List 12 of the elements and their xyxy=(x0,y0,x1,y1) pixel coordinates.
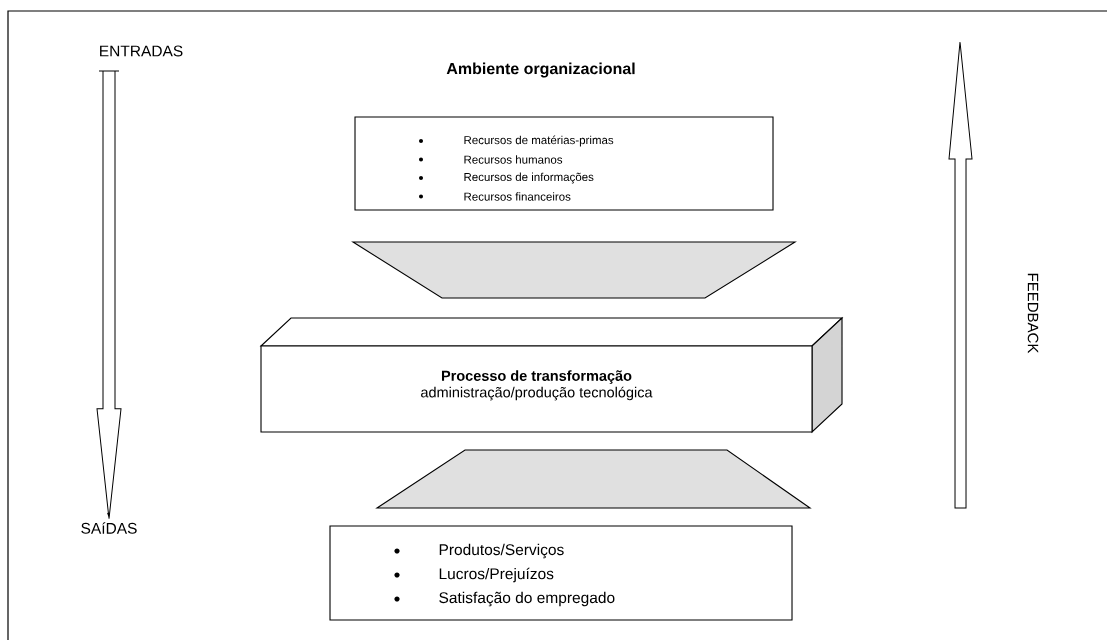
list-item: Recursos humanos xyxy=(464,155,563,164)
list-item: Lucros/Prejuízos xyxy=(439,567,554,583)
list-item: Satisfação do empregado xyxy=(439,591,615,607)
node-label: SAíDAS xyxy=(81,522,137,534)
arrow xyxy=(96,70,122,520)
list-item: Recursos de informações xyxy=(464,172,594,184)
list-item: Recursos financeiros xyxy=(464,192,571,201)
heading: Ambiente organizacional xyxy=(446,62,635,78)
list-item: Recursos de matérias-primas xyxy=(464,135,614,147)
side-label: FEEDBACK xyxy=(1027,273,1039,354)
node-label: ENTRADAS xyxy=(100,45,183,57)
list-item: Produtos/Serviços xyxy=(439,543,564,559)
